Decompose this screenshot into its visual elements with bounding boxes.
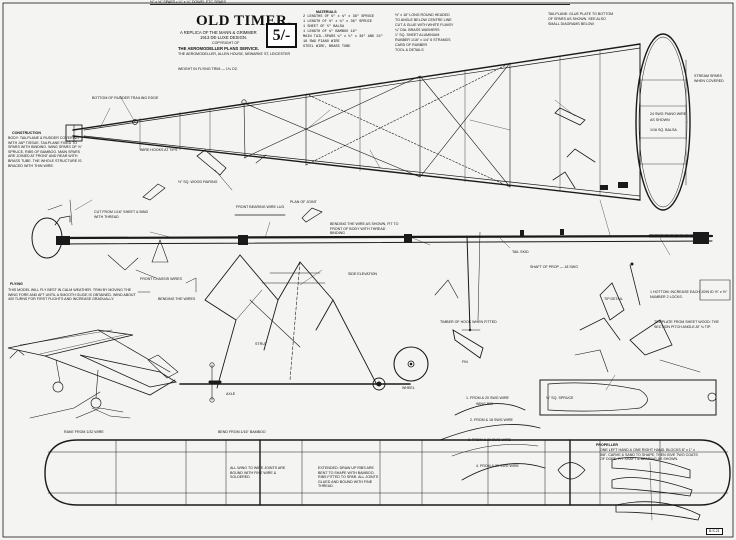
price-badge: 5/-: [266, 23, 297, 48]
publisher-address: THE AEROMODELLER, ALLEN HOUSE, NEWARKE S…: [178, 52, 291, 56]
prop-note-5: 1" SQ. SHEET ALUMINIUM: [395, 33, 440, 37]
main-wing-plan: [44, 439, 731, 506]
label-wood-fairing: ½" SQ. WOOD FAIRING: [178, 180, 218, 184]
construction-title: CONSTRUCTION: [12, 131, 41, 135]
label-propeller: PROPELLER: [596, 443, 618, 447]
label-front-bearing: FRONT BEARING WIRE LUG: [236, 205, 285, 209]
fuselage-note: CUT FROM 1/16" SHEET & BIND WITH THREAD: [94, 210, 149, 219]
flying-title: FLYING: [10, 282, 23, 286]
wing-spar-joint-note: ALL WING TO WIRE JOINTS ARE BOUND WITH F…: [230, 466, 286, 480]
rudder-note-2: WHEN COVERED: [694, 79, 724, 83]
material-1: 2 LENGTHS OF ⅛" x ¼" x 36" SPRUCE: [303, 15, 375, 19]
label-wing-rib: WING RIB: [476, 402, 493, 406]
label-glue-joint: PLAN OF JOINT: [290, 200, 317, 204]
material-6: 18 SWG PIANO WIRE: [303, 40, 340, 44]
side-view-fuselage: [56, 232, 714, 245]
prop-note-8: TOOL & DETAILS: [395, 48, 424, 52]
tailplane-note-3: SMALL DIAGRAMS BELOW.: [548, 22, 595, 26]
chassis-wires: [204, 254, 378, 389]
wing-section-2: 2. FROM & 18 SWG WIRE: [470, 418, 513, 422]
wing-section-4: 4. FROM & 20 SWG WIRE: [476, 464, 519, 468]
rudder-note-1: STREAM SPARS: [694, 74, 722, 78]
tailplane-note-1: TAILPLANE: GLUE PLATE TO BOTTOM: [548, 12, 614, 16]
label-bending: BENDING THE WIRES: [158, 297, 196, 301]
weight-note: WEIGHT IN FLYING TRIM — 1¾ OZ.: [178, 67, 238, 71]
perspective-sketch: [7, 329, 179, 419]
tailplane-label-1: 24 SWG PIANO WIRE: [650, 112, 687, 116]
material-4: 1 LENGTH OF ¼" BAMBOO 18": [303, 30, 357, 34]
label-wire-hooks: WIRE HOOKS AT TIPS: [140, 148, 178, 152]
wing-tip-note: BEND FROM 1/16" BAMBOO: [218, 430, 266, 434]
material-5: MAIN TAIL-SPARS ¼" x ⅛" x 36" AND 24": [303, 35, 383, 39]
publisher-line: THE AEROMODELLER PLANS SERVICE.: [178, 46, 259, 51]
material-7: STEEL WIRE, BRASS TUBE: [303, 45, 351, 49]
label-side-elevation: SIDE ELEVATION: [348, 272, 378, 276]
tailplane-note-2: OF SPARS AS SHOWN. SEE ALSO: [548, 17, 606, 21]
label-fin: FIN: [462, 360, 468, 364]
propeller-drawing: [557, 457, 701, 521]
tailplane-plan: [635, 33, 691, 211]
propeller-text: ONE LEFT HAND & ONE RIGHT HAND. BLOCKS 8…: [600, 448, 698, 462]
top-strip-label: ½" x ½" SPARS • ¼" x ¼" DOWEL ETC SPARS: [150, 0, 226, 4]
label-tip-detail: TIP DETAIL: [604, 297, 623, 301]
label-strut: STRUT: [255, 342, 267, 346]
rear-note: TEMPLATE FROM SHEET WOOD: THE SECTION PI…: [654, 320, 719, 329]
subtitle-line-2: 1913 DE-LUXE DESIGN.: [200, 35, 248, 40]
label-axle: AXLE: [226, 392, 236, 396]
prop-note-2: TO ANGLE BELOW CENTRE LINE: [395, 18, 452, 22]
wing-rib-note: EXTENDED: DRAW UP RIBS ARE BENT TO SHAPE…: [318, 466, 379, 489]
wing-spar-note: ⅛" SQ. SPRUCE: [546, 396, 574, 400]
flying-text: THIS MODEL WILL FLY BEST IN CALM WEATHER…: [8, 288, 136, 302]
tailplane-label-2: AS SHOWN: [650, 118, 670, 122]
construction-text: BODY: TAILPLANE & RUDDER COVERING WITH J…: [8, 136, 83, 168]
chassis-note: BENDING THE WIRE AS SHOWN, FIT TO FRONT …: [330, 222, 399, 236]
prop-note-6: RUBBER 1/16" x 1/4" 6 STRANDS: [395, 38, 451, 42]
scale-note: 1 HOTTOM: INCREASE EACH JOIN ID ½" x ½" …: [650, 290, 727, 299]
prop-note-1: ½" x 16" LONG ROUND HEADED: [395, 13, 450, 17]
prop-note-4: ¼" DIA. BRASS WASHERS: [395, 28, 440, 32]
label-wheel: WHEEL: [402, 386, 415, 390]
tailplane-label-3: 1/16 SQ. BALSA: [650, 128, 677, 132]
material-3: 1 SHEET OF ½" BALSA: [303, 25, 344, 29]
label-tail-skid: TAIL SKID: [512, 250, 529, 254]
plan-view-fuselage: [72, 43, 641, 201]
prop-note-3: CUT & GLUE WITH WHITE FLIMSY: [395, 23, 454, 27]
materials-title: MATERIALS: [316, 10, 337, 14]
hook-note: TIMBER OF HOOK WHEN FITTED: [440, 320, 497, 324]
label-bamboo: BOTTOM OF RUDDER TRAILING EDGE: [92, 96, 159, 100]
wing-section-1: 1. FROM & 20 SWG WIRE: [466, 396, 509, 400]
wing-section-3: 3. FROM & 20 SWG WIRE: [468, 438, 511, 442]
label-chassis: FRONT CHASSIS WIRES: [140, 277, 182, 281]
tail-boom-note: SHAFT OF PROP — 18 SWG: [530, 265, 578, 269]
wheel-drawing: [393, 346, 429, 382]
sheet-number: B.S.21: [706, 528, 723, 535]
wing-leading-note: RAKE FROM 1/32 WIRE: [64, 430, 104, 434]
top-rule: [150, 4, 570, 5]
material-2: 1 LENGTH OF ⅛" x ¼" x 36" SPRUCE: [303, 20, 373, 24]
prop-note-7: CARD OF RUBBER: [395, 43, 428, 47]
subtitle-line-1: A REPLICA OF THE MANN & GRIMMER: [180, 30, 257, 35]
copyright-line: COPYRIGHT OF: [212, 41, 240, 45]
wing-rib-sections: [439, 403, 546, 481]
